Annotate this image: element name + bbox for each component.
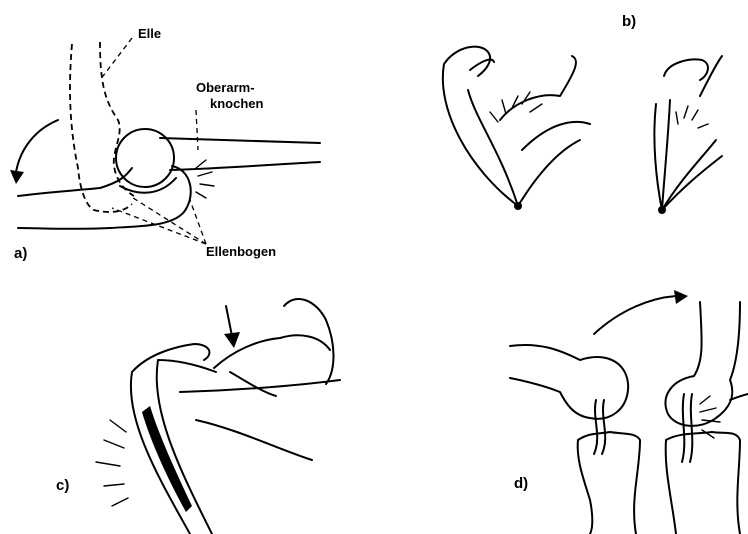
panel-b-tag: b) <box>622 13 636 30</box>
label-oberarmknochen-line2: knochen <box>210 96 264 111</box>
label-ellenbogen: Ellenbogen <box>206 244 276 259</box>
elbow-point-left <box>514 202 522 210</box>
panel-d-joint-rotation <box>510 290 748 534</box>
label-elle: Elle <box>138 26 161 41</box>
rotation-arrow <box>16 120 58 172</box>
panel-c-arm-pressure <box>96 299 340 534</box>
panel-a-tag: a) <box>14 245 27 262</box>
humerus-head <box>116 129 174 187</box>
rotation-arrow-d <box>594 296 676 334</box>
label-oberarmknochen-line1: Oberarm- <box>196 80 255 95</box>
panel-d-tag: d) <box>514 475 528 492</box>
panel-c-tag: c) <box>56 477 69 494</box>
panel-b-flexed-arms <box>443 47 722 214</box>
panel-a-joint-drawing <box>10 38 320 244</box>
pressure-arrow <box>224 332 240 348</box>
elbow-point-right <box>658 206 666 214</box>
